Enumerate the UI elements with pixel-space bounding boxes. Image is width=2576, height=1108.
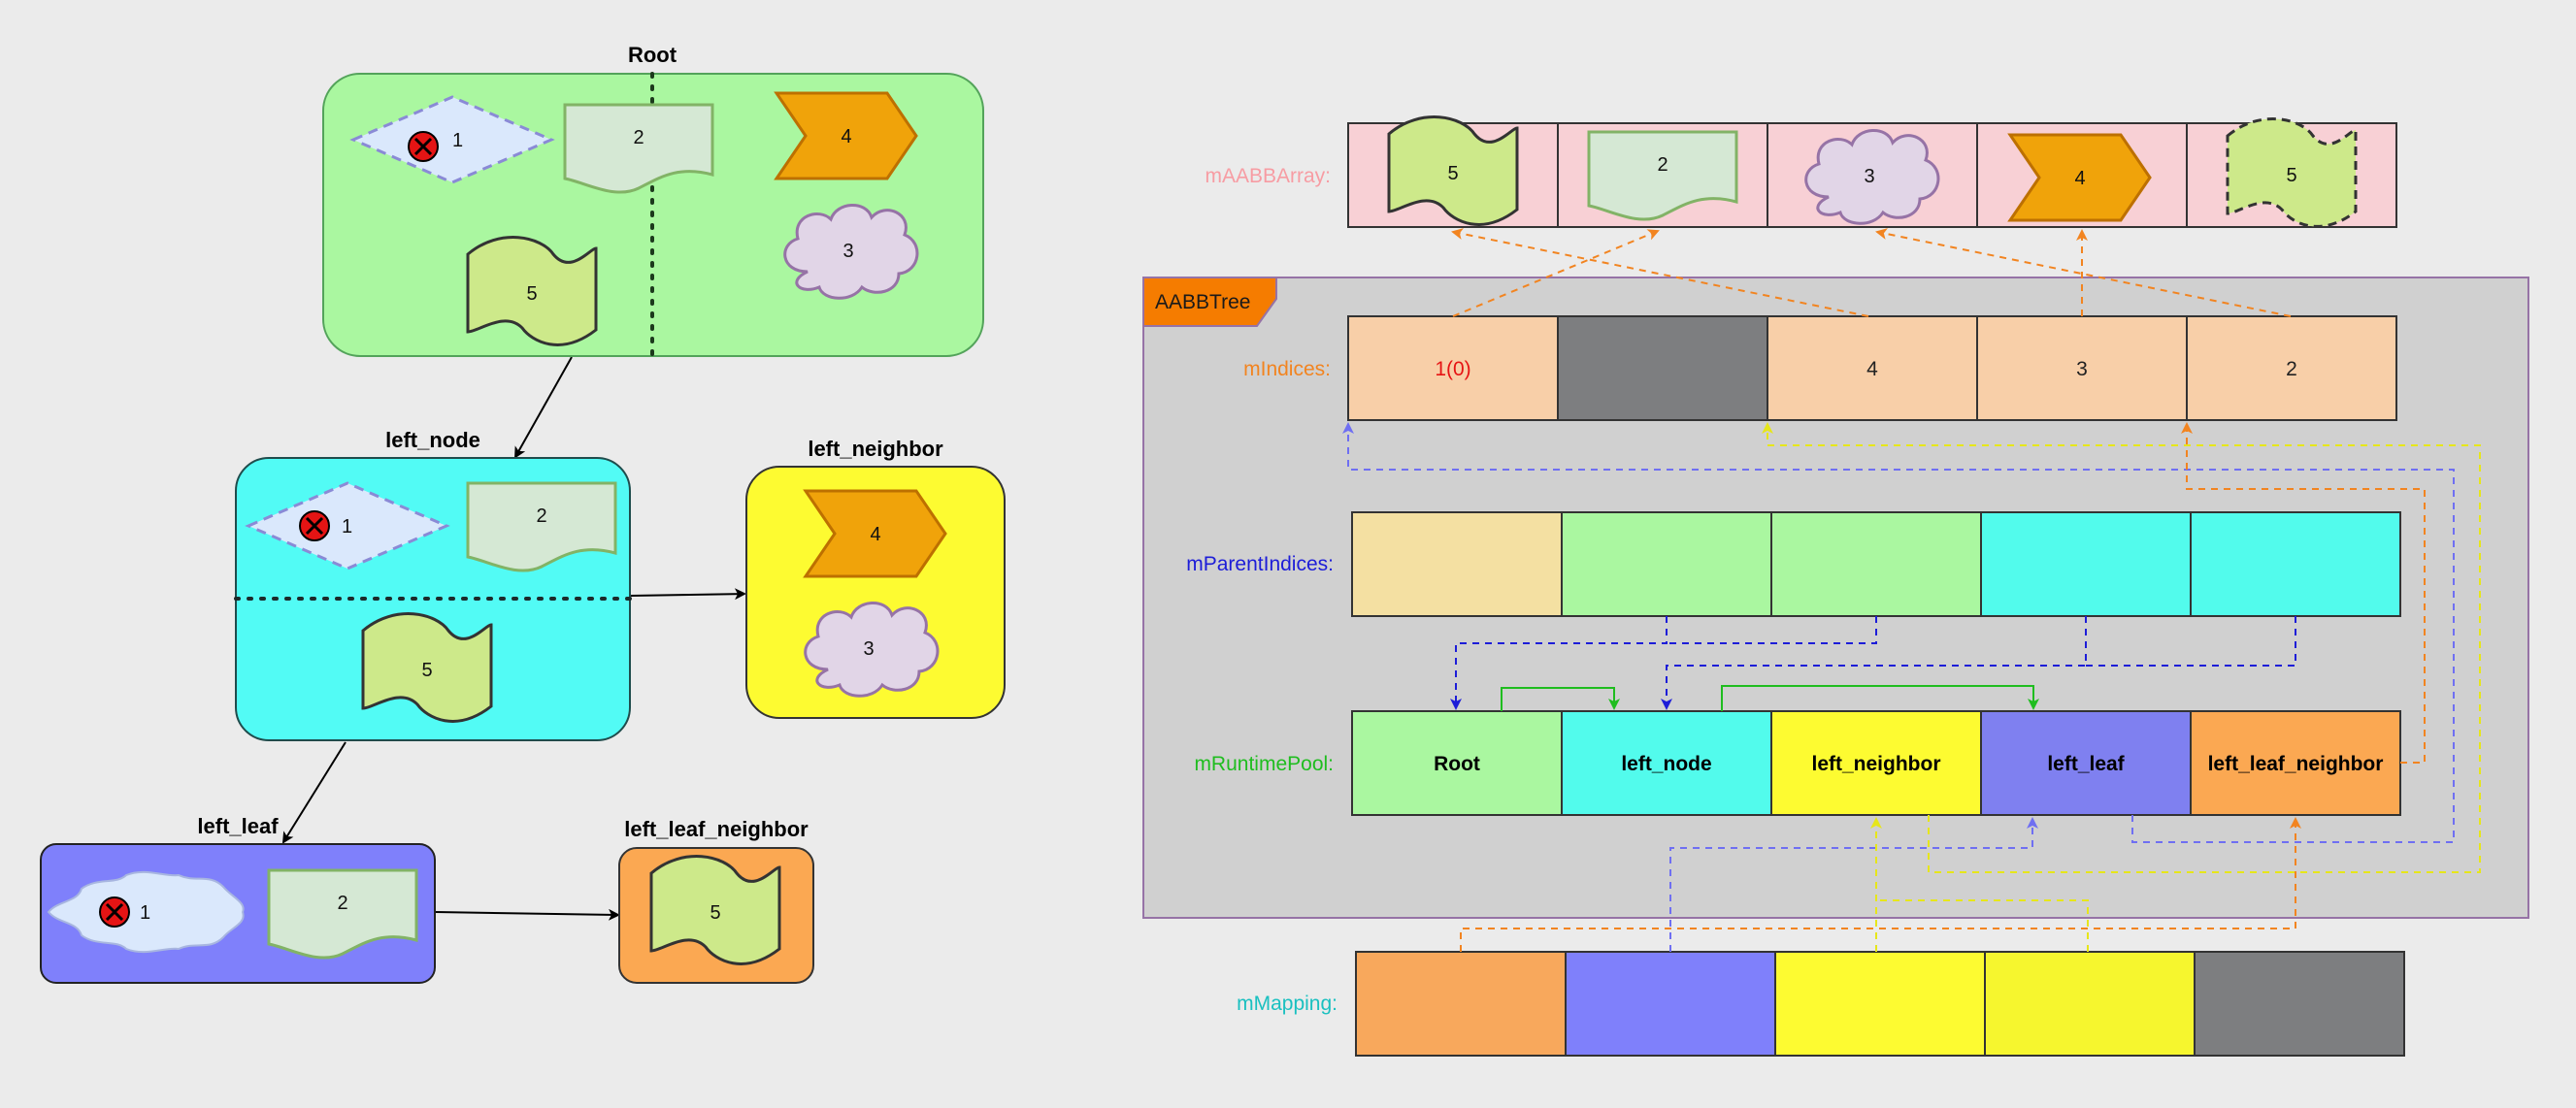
shape-label: 1 xyxy=(140,902,150,924)
shape-label: 5 xyxy=(421,660,432,681)
orange-arrows xyxy=(1460,422,2426,952)
indices-cell xyxy=(1347,315,1559,421)
parent-cell xyxy=(1351,511,1563,617)
shape-label: 5 xyxy=(710,902,720,924)
indices-to-aabb-arrows xyxy=(1451,228,2292,317)
tree-node-left-node: left_node 1 2 5 xyxy=(234,428,632,741)
aabb-shape-2-document: 2 xyxy=(267,868,418,960)
shape-label: 1 xyxy=(452,130,463,151)
shape-label: 3 xyxy=(842,241,853,262)
tree-node-left-leaf-neighbor: left_leaf_neighbor 5 xyxy=(618,817,814,984)
aabb-array-document-2: 2 xyxy=(1587,130,1738,221)
indices-cell xyxy=(2186,315,2397,421)
mmapping-label: mMapping: xyxy=(1237,993,1338,1015)
aabb-shape-4-chevron: 4 xyxy=(804,489,947,578)
pool-cell-left-neighbor xyxy=(1770,710,1982,816)
pool-cell-root xyxy=(1351,710,1563,816)
left-leaf-title: left_leaf xyxy=(197,814,279,838)
pool-label: left_neighbor xyxy=(1811,753,1940,775)
mindices-label: mIndices: xyxy=(1243,358,1331,380)
mruntimepool-row: Root left_node left_neighbor left_leaf l… xyxy=(1351,710,2401,816)
shape-label: 1 xyxy=(342,516,352,538)
aabb-array-wave-5-dashed: 5 xyxy=(2226,117,2358,228)
mruntimepool-label: mRuntimePool: xyxy=(1194,753,1334,775)
aabb-shape-1-blob: 1 xyxy=(48,870,245,954)
left-leaf-neighbor-title: left_leaf_neighbor xyxy=(624,817,809,841)
shape-label: 5 xyxy=(1447,163,1458,184)
mindices-row: 1(0) 4 3 2 xyxy=(1347,315,2397,421)
tree-node-left-leaf: left_leaf 1 2 xyxy=(40,814,436,984)
parent-to-pool-arrows xyxy=(1450,616,2296,710)
light-blue-arrows xyxy=(1342,422,2455,952)
pool-label: left_leaf xyxy=(2047,753,2125,775)
shape-label: 2 xyxy=(337,893,347,914)
mapping-cell-empty xyxy=(2194,951,2405,1057)
pool-cell-left-leaf-neighbor xyxy=(2190,710,2401,816)
edge-root-to-left-node xyxy=(514,356,573,459)
pool-label: left_leaf_neighbor xyxy=(2208,753,2384,775)
aabb-shape-5-wave: 5 xyxy=(466,236,598,346)
aabb-array-wave-5: 5 xyxy=(1387,115,1519,226)
mparentindices-label: mParentIndices: xyxy=(1186,553,1334,575)
shape-label: 4 xyxy=(870,524,880,545)
shape-label: 3 xyxy=(1864,166,1874,187)
pool-label: Root xyxy=(1434,753,1480,775)
aabb-shape-3-cloud: 3 xyxy=(804,601,940,698)
aabb-array-chevron-4: 4 xyxy=(2008,133,2152,222)
pool-label: left_node xyxy=(1621,753,1711,775)
indices-value: 1(0) xyxy=(1435,358,1470,380)
aabb-shape-5-wave: 5 xyxy=(361,612,493,723)
parent-cell xyxy=(1770,511,1982,617)
indices-value: 2 xyxy=(2286,358,2297,380)
shape-label: 5 xyxy=(2286,165,2296,186)
edge-left-node-to-left-leaf xyxy=(281,741,347,844)
tree-node-root: Root 1 2 4 5 3 xyxy=(322,43,984,358)
indices-cell xyxy=(1976,315,2188,421)
mmapping-row xyxy=(1355,951,2405,1057)
indices-cell-empty xyxy=(1557,315,1768,421)
shape-label: 5 xyxy=(526,283,537,305)
aabb-array-cloud-3: 3 xyxy=(1804,128,1940,225)
tree-node-left-neighbor: left_neighbor 4 3 xyxy=(745,437,1006,719)
aabb-shape-2-document: 2 xyxy=(466,481,617,572)
pool-cell-left-node xyxy=(1561,710,1772,816)
shape-label: 2 xyxy=(1657,154,1668,176)
mapping-cell xyxy=(1355,951,1567,1057)
mapping-cell xyxy=(1984,951,2196,1057)
shape-label: 4 xyxy=(2074,168,2085,189)
indices-value: 4 xyxy=(1866,358,1878,380)
indices-cell xyxy=(1767,315,1978,421)
maabbarray-row: 5 2 3 4 5 xyxy=(1347,115,2397,228)
aabb-shape-1-diamond: 1 xyxy=(351,95,553,184)
pool-cell-left-leaf xyxy=(1980,710,2192,816)
shape-label: 3 xyxy=(863,638,874,660)
edge-left-leaf-to-left-leaf-neighbor xyxy=(435,908,620,921)
aabb-shape-2-document: 2 xyxy=(563,103,714,194)
left-neighbor-title: left_neighbor xyxy=(808,437,943,461)
pool-sibling-arrows xyxy=(1501,685,2039,711)
yellow-arrows xyxy=(1762,422,2481,952)
parent-cell xyxy=(1561,511,1772,617)
root-title: Root xyxy=(628,43,677,67)
mapping-cell xyxy=(1774,951,1986,1057)
indices-value: 3 xyxy=(2076,358,2088,380)
left-node-title: left_node xyxy=(385,428,480,452)
mparentindices-row xyxy=(1351,511,2401,617)
aabb-shape-4-chevron: 4 xyxy=(775,91,918,180)
edge-left-node-to-left-neighbor xyxy=(630,588,746,601)
mapping-cell xyxy=(1565,951,1776,1057)
aabbtree-tag: AABBTree xyxy=(1155,291,1250,313)
parent-cell xyxy=(1980,511,2192,617)
maabbarray-label: mAABBArray: xyxy=(1205,165,1331,187)
parent-cell xyxy=(2190,511,2401,617)
aabb-shape-5-wave: 5 xyxy=(649,855,781,965)
shape-label: 2 xyxy=(633,127,644,148)
aabb-shape-1-diamond: 1 xyxy=(247,481,448,570)
shape-label: 2 xyxy=(536,505,546,527)
shape-label: 4 xyxy=(841,126,851,147)
aabb-shape-3-cloud: 3 xyxy=(783,203,919,300)
